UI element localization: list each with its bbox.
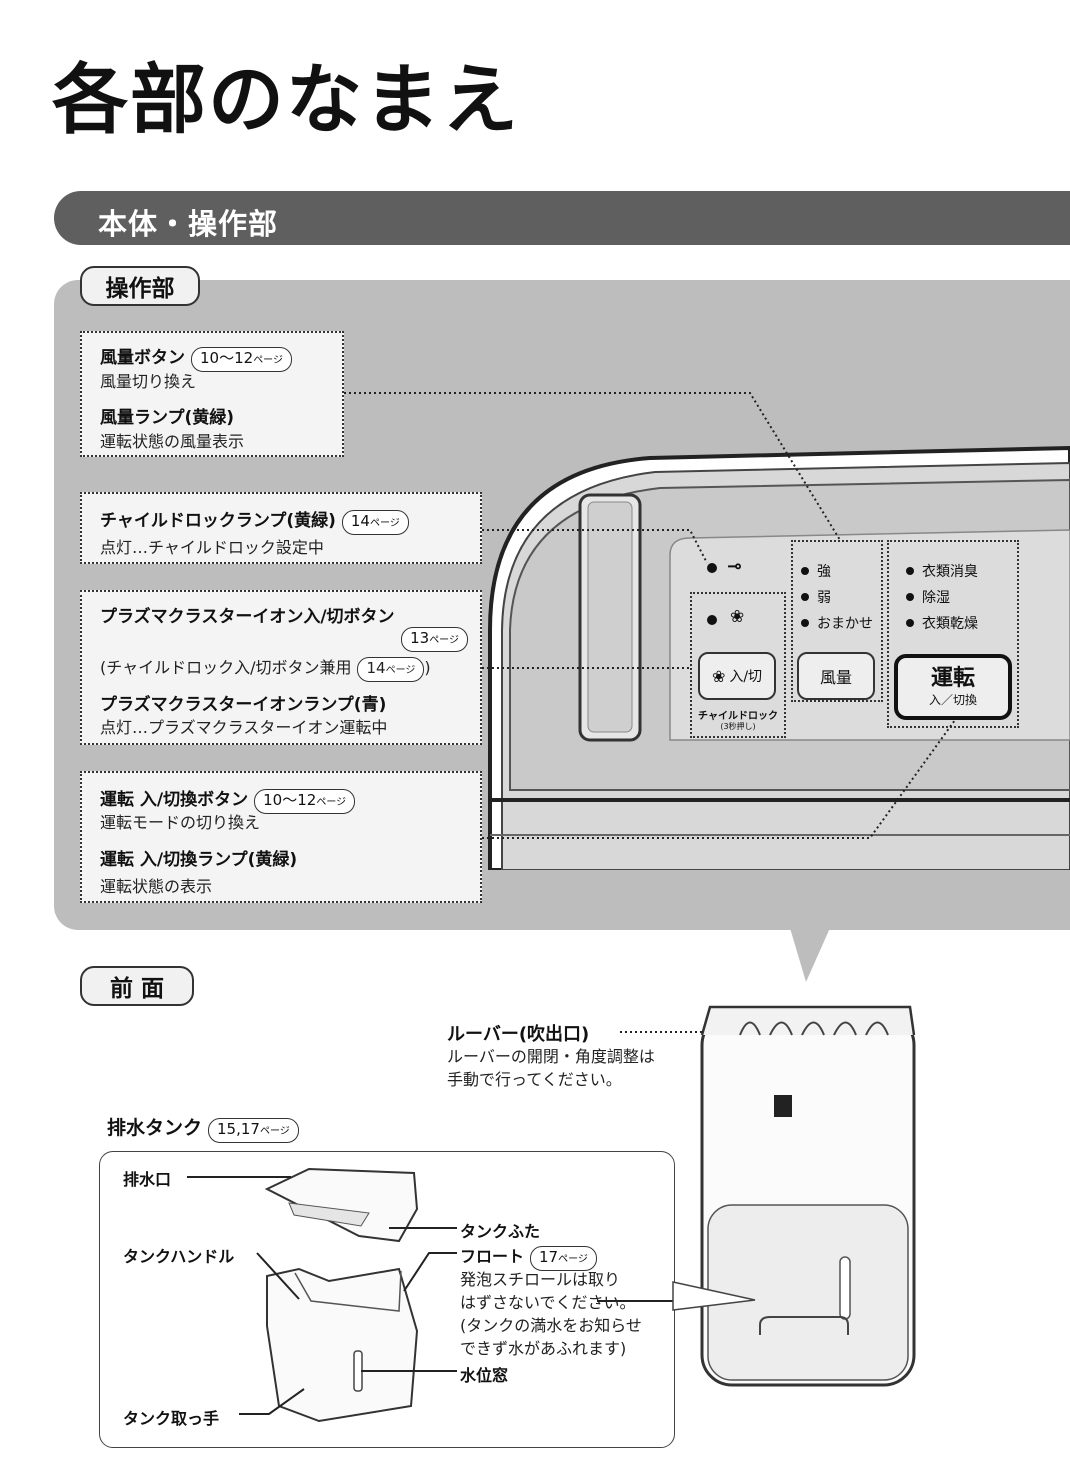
float-desc-3: (タンクの満水をお知らせ [460, 1316, 642, 1335]
tank-grip-label: タンク取っ手 [123, 1409, 220, 1428]
panel-label: 操作部 [80, 266, 200, 306]
run-lamp-label: 運転 入/切換ランプ(黄緑) [100, 850, 298, 870]
plasma-icon: ❀ [730, 607, 745, 627]
child-lock-desc: 点灯…チャイルドロック設定中 [100, 538, 324, 557]
plasma-button-label: プラズマクラスターイオン入/切ボタン [100, 607, 395, 627]
mode-list: 衣類消臭 除湿 衣類乾燥 [906, 558, 978, 636]
key-icon: ⊸ [727, 556, 743, 577]
run-btn-sub: 入／切換 [928, 693, 977, 707]
mode-item: 衣類乾燥 [906, 610, 978, 636]
page-ref: 10〜12ページ [254, 789, 356, 814]
plasma-highlight [690, 592, 786, 738]
section-title: 本体・操作部 [98, 207, 279, 241]
tank-lid-label: タンクふた [460, 1222, 541, 1241]
child-lock-subcaption: (3秒押し) [720, 722, 756, 731]
fan-level-item: 強 [801, 558, 873, 584]
page-ref: 14ページ [357, 657, 425, 682]
float-pointer [672, 1281, 756, 1311]
page-title: 各部のなまえ [52, 55, 520, 144]
page-ref: 14ページ [341, 510, 409, 535]
plasma-button-ref: 13ページ [395, 627, 468, 652]
mode-label: 衣類消臭 [922, 564, 978, 580]
fan-level-item: 弱 [801, 584, 873, 610]
plasma-lamp-label: プラズマクラスターイオンランプ(青) [100, 695, 387, 715]
plasma-lamp-desc: 点灯…プラズマクラスターイオン運転中 [100, 718, 388, 737]
brand-logo-icon [774, 1095, 792, 1117]
section-bar [54, 191, 1070, 245]
mode-label: 除湿 [922, 590, 950, 606]
plasma-button[interactable]: ❀ 入/切 [698, 652, 776, 700]
child-lock-lamp [707, 563, 717, 573]
water-window-label: 水位窓 [460, 1366, 509, 1385]
run-btn-main: 運転 [930, 666, 975, 691]
fan-level-list: 強 弱 おまかせ [801, 558, 873, 636]
fan-lamp-label: 風量ランプ(黄緑) [100, 408, 235, 428]
child-lock-callout: チャイルドロックランプ(黄緑)14ページ 点灯…チャイルドロック設定中 [80, 492, 482, 564]
run-highlight [887, 540, 1019, 728]
mode-item: 除湿 [906, 584, 978, 610]
outlet-label: 排水口 [123, 1170, 172, 1189]
child-lock-label: チャイルドロックランプ(黄緑)14ページ [100, 506, 409, 535]
plasma-callout: プラズマクラスターイオン入/切ボタン 13ページ (チャイルドロック入/切ボタン… [80, 590, 482, 745]
mode-label: 衣類乾燥 [922, 616, 978, 632]
plasma-btn-icon: ❀ [711, 666, 726, 686]
page-ref: 15,17ページ [208, 1118, 299, 1143]
fan-highlight [791, 540, 883, 702]
fan-lamp-desc: 運転状態の風量表示 [100, 432, 245, 451]
fan-level-item: おまかせ [801, 610, 873, 636]
page-ref: 10〜12ページ [191, 347, 292, 372]
tank-illustration [187, 1167, 675, 1423]
page-ref: 13ページ [401, 627, 468, 652]
float-desc-1: 発泡スチロールは取り [460, 1270, 621, 1289]
louver-desc-2: 手動で行ってください。 [447, 1070, 622, 1089]
page-ref: 17ページ [530, 1246, 597, 1271]
tank-handle-label: タンクハンドル [123, 1247, 235, 1266]
plasma-lamp [707, 615, 717, 625]
fan-button[interactable]: 風量 [797, 652, 875, 700]
dehumidifier-illustration [700, 1005, 916, 1387]
float-desc-2: はずさないでください。 [460, 1293, 636, 1312]
fan-level-label: おまかせ [817, 616, 873, 632]
fan-level-label: 強 [817, 564, 831, 580]
louver-desc-1: ルーバーの開閉・角度調整は [447, 1047, 655, 1066]
run-button[interactable]: 運転 入／切換 [894, 654, 1012, 720]
mode-item: 衣類消臭 [906, 558, 978, 584]
child-lock-caption: チャイルドロック [698, 711, 778, 722]
fan-level-label: 弱 [817, 590, 831, 606]
front-label: 前 面 [80, 966, 194, 1006]
louver-label: ルーバー(吹出口) [447, 1024, 590, 1045]
fan-button-desc: 風量切り換え [100, 372, 197, 391]
run-lamp-desc: 運転状態の表示 [100, 877, 213, 896]
run-button-desc: 運転モードの切り換え [100, 813, 261, 832]
float-desc-4: できず水があふれます) [460, 1339, 627, 1358]
plasma-btn-label: 入/切 [729, 669, 763, 685]
